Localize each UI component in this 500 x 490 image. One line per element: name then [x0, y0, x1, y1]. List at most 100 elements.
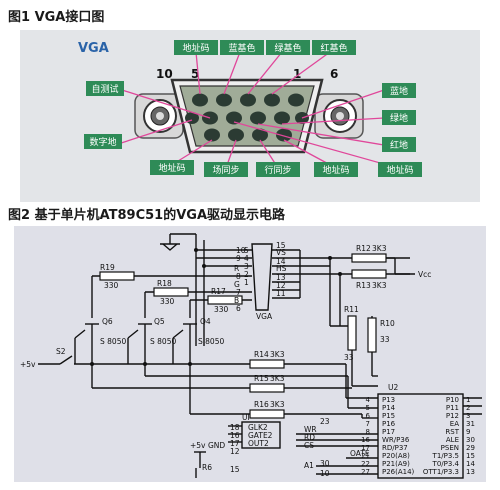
callout-box-bot2 [204, 162, 248, 177]
resistor-r18 [153, 287, 189, 297]
callout-box-bot1 [150, 160, 194, 175]
pin-number-5: 5 [191, 67, 199, 81]
callout-right2: 绿地 [390, 112, 408, 124]
callout-right1: 蓝地 [390, 85, 408, 97]
junction-dots [90, 248, 342, 366]
resistor-r11 [347, 315, 357, 351]
u2-right-num: 31 [466, 420, 475, 428]
r14-value: 3K3 [270, 350, 285, 359]
r16-name: R16 [254, 400, 269, 409]
u2-left-pin: P15 [382, 412, 395, 420]
conn-right-13: 13 [276, 273, 286, 282]
u1-pin-out2: OUT2 [248, 439, 269, 448]
callout-box-bot5 [378, 162, 422, 177]
q6-name: Q6 [102, 317, 113, 326]
u2-right-num: 29 [466, 444, 475, 452]
u1-gnd-label: GND [208, 441, 225, 450]
bus-wr-num: 23 [320, 417, 330, 426]
leader-lines [117, 51, 399, 169]
u2-right-pin: PSEN [441, 444, 459, 452]
resistor-r10 [367, 317, 377, 353]
conn-inner-7: 7 [236, 288, 241, 297]
resistor-r15 [249, 383, 285, 393]
bus-10: 10 [320, 469, 330, 478]
r19-name: R19 [100, 263, 115, 272]
u2-right-pin: P12 [446, 412, 459, 420]
conn-left-5: 5 [244, 246, 249, 255]
callout-box-top1 [174, 40, 218, 55]
conn-inner-9: 9 [236, 254, 241, 263]
bus-wr: WR [304, 425, 317, 434]
r13-value: 3K3 [372, 281, 387, 290]
u2-left-pin: P14 [382, 404, 396, 412]
bus-a1: A1 [304, 461, 314, 470]
u2-right-num: 30 [466, 436, 475, 444]
u2-right-pin: EA [450, 420, 459, 428]
callout-box-left-top [86, 81, 124, 96]
u2-left-num: 6 [366, 412, 371, 420]
u2-left-num: 7 [366, 420, 370, 428]
vga-pinout-diagram: VGA 10 5 1 6 15 11 [20, 30, 480, 202]
u2-left-num: 16 [361, 436, 370, 444]
u1-num-16: 16 [230, 431, 240, 440]
resistor-r13 [351, 269, 387, 279]
conn-inner-8: 8 [236, 272, 241, 281]
q6-type: S 8050 [100, 337, 126, 346]
u1-pin-gate2: GATE2 [248, 431, 273, 440]
q5-name: Q5 [154, 317, 165, 326]
callout-box-right3 [382, 137, 416, 152]
connector-label: VGA [256, 312, 273, 321]
callout-box-bot4 [314, 162, 358, 177]
vga-label: VGA [78, 41, 109, 56]
r13-name: R13 [356, 281, 371, 290]
u2-left-num: 27 [361, 468, 370, 476]
conn-left-2: 2 [244, 270, 249, 279]
bus-oate: OATE [350, 449, 370, 458]
conn-left-3: 3 [244, 262, 249, 271]
callout-left-bottom: 数字地 [89, 136, 116, 148]
resistor-r16 [249, 409, 285, 419]
callout-box-right1 [382, 83, 416, 98]
u2-right-pin: OTT1/P3.3 [423, 468, 459, 476]
u2-left-pin: P17 [382, 428, 395, 436]
u2-right-num: 3 [466, 412, 470, 420]
conn-inner-10: 10 [236, 246, 246, 255]
u2-right-pin: T1/P3.5 [432, 452, 459, 460]
circuit-diagram: R19 330 R18 330 R17 330 R12 3K3 R13 3K3 … [14, 226, 486, 482]
r12-name: R12 [356, 244, 371, 253]
callout-bot1: 地址码 [158, 162, 185, 174]
r10-value: 33 [380, 335, 390, 344]
r18-value: 330 [160, 297, 175, 306]
callout-bot3: 行同步 [264, 164, 291, 176]
r19-value: 330 [104, 281, 119, 290]
resistor-r19 [99, 271, 135, 281]
callout-box-left-bottom [84, 134, 122, 149]
supply-label: +5v [20, 360, 36, 369]
u2-left-pin: P26(A14) [382, 468, 415, 476]
connector-pins [185, 93, 309, 142]
resistor-r17 [207, 295, 243, 305]
q4-type: S 8050 [198, 337, 224, 346]
callout-top1: 地址码 [182, 42, 209, 54]
u2-right-num: 2 [466, 404, 470, 412]
r16-value: 3K3 [270, 400, 285, 409]
callout-box-right2 [382, 110, 416, 125]
u1-pin-glk2: GLK2 [248, 423, 268, 432]
q5-type: S 8050 [150, 337, 176, 346]
u1-gnd-pin: 12 [230, 447, 240, 456]
u2-left-num: 21 [361, 452, 370, 460]
r11-value: 33 [344, 353, 354, 362]
u1-num-17: 17 [230, 439, 240, 448]
signal-b: B [234, 296, 239, 305]
u2-left-num: 5 [366, 404, 370, 412]
q4-name: Q4 [200, 317, 211, 326]
r6-name: R6 [202, 463, 212, 472]
bus-rd: RD [304, 433, 315, 442]
u2-right-num: 15 [466, 452, 475, 460]
r18-name: R18 [157, 279, 172, 288]
u2-right-pin: RST [445, 428, 459, 436]
conn-left-4: 4 [244, 254, 249, 263]
r17-value: 330 [214, 305, 229, 314]
callout-box-top2 [220, 40, 264, 55]
r14-name: R14 [254, 350, 269, 359]
